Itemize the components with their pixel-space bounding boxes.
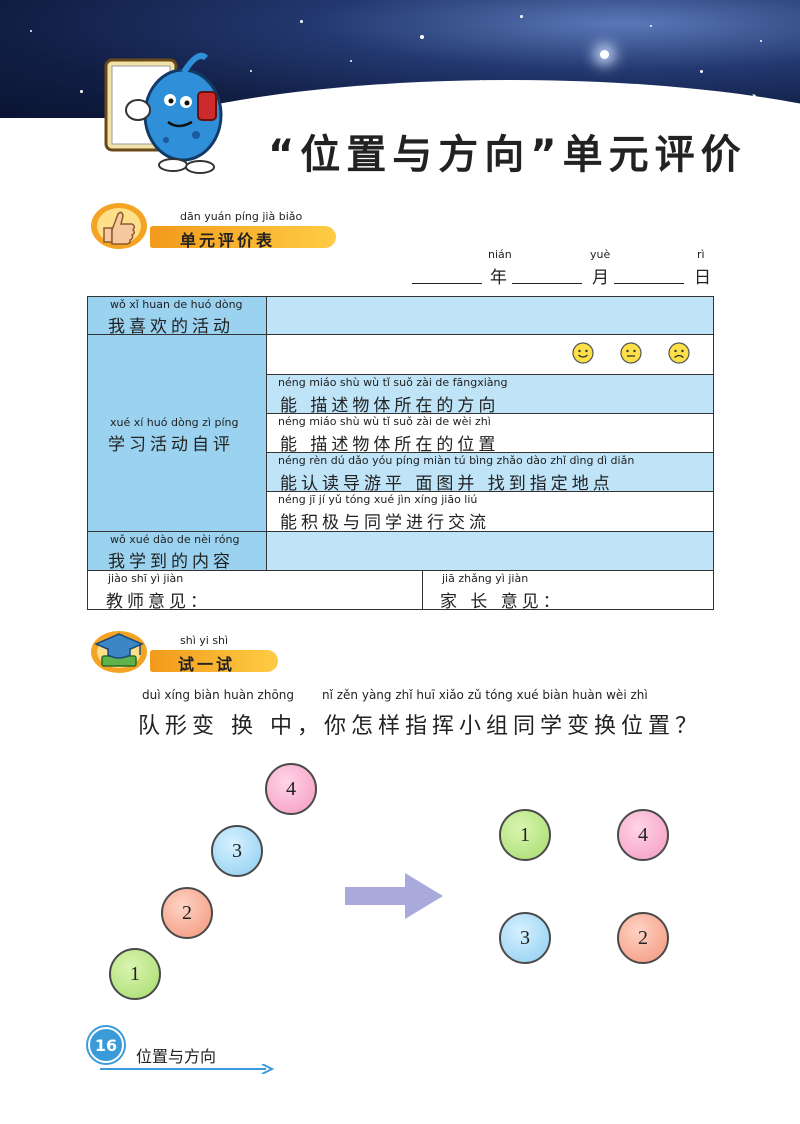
graduation-cap-icon bbox=[91, 631, 147, 673]
question-pinyin-2: nǐ zěn yàng zhǐ huī xiǎo zǔ tóng xué bià… bbox=[322, 688, 648, 702]
learned-label-cell bbox=[87, 531, 267, 571]
parent-label: 家 长 意见： bbox=[440, 592, 564, 612]
teacher-pinyin: jiào shī yì jiàn bbox=[108, 572, 184, 585]
year-blank[interactable] bbox=[412, 283, 482, 284]
learned-pinyin: wǒ xué dào de nèi róng bbox=[110, 533, 240, 546]
teacher-label: 教师意见： bbox=[106, 592, 211, 612]
parent-pinyin: jiā zhǎng yì jiàn bbox=[442, 572, 529, 585]
month-pinyin: yuè bbox=[590, 248, 611, 261]
eval-section-title: 单元评价表 bbox=[180, 231, 276, 250]
footer-chapter-title: 位置与方向 bbox=[136, 1047, 217, 1066]
year-label: 年 bbox=[490, 268, 507, 288]
ball-before-4: 4 bbox=[265, 763, 317, 815]
month-label: 月 bbox=[592, 268, 609, 288]
eval-section-pinyin: dān yuán píng jià biǎo bbox=[180, 210, 303, 223]
item-2-pinyin: néng miáo shù wù tǐ suǒ zài de wèi zhì bbox=[278, 415, 491, 428]
liked-input-cell[interactable] bbox=[266, 296, 714, 335]
sad-face-icon bbox=[668, 342, 690, 364]
ball-before-2: 2 bbox=[161, 887, 213, 939]
self-eval-item-cell[interactable] bbox=[266, 413, 714, 453]
ball-after-3: 3 bbox=[499, 912, 551, 964]
ball-after-2: 2 bbox=[617, 912, 669, 964]
month-blank[interactable] bbox=[512, 283, 582, 284]
smile-face-icon bbox=[572, 342, 594, 364]
page-title: “位置与方向”单元评价 bbox=[268, 132, 747, 178]
neutral-face-icon bbox=[620, 342, 642, 364]
item-1-label: 能 描述物体所在的方向 bbox=[280, 396, 500, 416]
liked-label-cell bbox=[87, 296, 267, 335]
day-label: 日 bbox=[694, 268, 711, 288]
ball-before-1: 1 bbox=[109, 948, 161, 1000]
parent-opinion-cell[interactable] bbox=[422, 570, 714, 610]
question-pinyin-1: duì xíng biàn huàn zhōng bbox=[142, 688, 295, 702]
self-eval-pinyin: xué xí huó dòng zì píng bbox=[110, 416, 239, 429]
item-4-pinyin: néng jī jí yǔ tóng xué jìn xíng jiāo liú bbox=[278, 493, 478, 506]
day-pinyin: rì bbox=[697, 248, 705, 261]
self-eval-item-cell[interactable] bbox=[266, 491, 714, 532]
item-2-label: 能 描述物体所在的位置 bbox=[280, 435, 500, 455]
year-pinyin: nián bbox=[488, 248, 512, 261]
eval-section-bar bbox=[150, 226, 336, 248]
question-text: 队形变 换 中，你怎样指挥小组同学变换位置？ bbox=[138, 714, 702, 739]
try-section-title: 试一试 bbox=[178, 655, 236, 674]
ball-after-4: 4 bbox=[617, 809, 669, 861]
liked-pinyin: wǒ xǐ huan de huó dòng bbox=[110, 298, 243, 311]
item-1-pinyin: néng miáo shù wù tǐ suǒ zài de fāngxiàng bbox=[278, 376, 508, 389]
item-3-label: 能认读导游平 面图并 找到指定地点 bbox=[280, 474, 614, 494]
mascot-book-icon bbox=[104, 52, 223, 174]
liked-label: 我喜欢的活动 bbox=[108, 317, 234, 337]
learned-input-cell[interactable] bbox=[266, 531, 714, 571]
title-pinyin-right: dān yuán píng jià bbox=[552, 92, 764, 116]
learned-label: 我学到的内容 bbox=[108, 552, 234, 572]
ball-before-3: 3 bbox=[211, 825, 263, 877]
page-number: 16 bbox=[88, 1027, 124, 1063]
self-eval-label: 学习活动自评 bbox=[108, 435, 234, 455]
faces-header-cell bbox=[266, 334, 714, 375]
thumbs-up-icon bbox=[91, 203, 147, 249]
item-4-label: 能积极与同学进行交流 bbox=[280, 513, 490, 533]
item-3-pinyin: néng rèn dú dǎo yóu píng miàn tú bìng zh… bbox=[278, 454, 635, 467]
try-section-bar bbox=[150, 650, 278, 672]
title-pinyin-left: wèi zhì yǔ fāngxiàng bbox=[288, 92, 541, 116]
day-blank[interactable] bbox=[614, 283, 684, 284]
ball-after-1: 1 bbox=[499, 809, 551, 861]
footer-arrow-line bbox=[100, 1064, 275, 1074]
self-eval-label-cell bbox=[87, 334, 267, 532]
transform-arrow-icon bbox=[345, 873, 443, 919]
try-section-pinyin: shì yi shì bbox=[180, 634, 229, 647]
teacher-opinion-cell[interactable] bbox=[87, 570, 423, 610]
